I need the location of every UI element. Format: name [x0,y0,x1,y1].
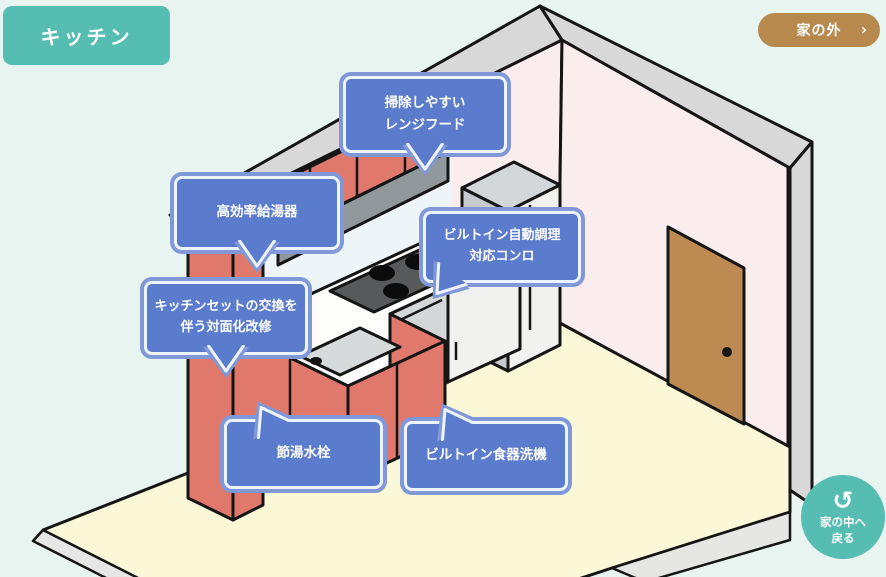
callout-dishwasher[interactable]: ビルトイン食器洗機 [404,403,568,491]
door-knob [722,347,732,357]
callout-range-hood[interactable]: 掃除しやすい レンジフード [343,76,507,176]
callout-stove-line1: ビルトイン自動調理 [443,228,561,244]
door [666,225,746,426]
return-inside-label-line1: 家の中へ [820,514,866,529]
callout-stove[interactable]: ビルトイン自動調理 対応コンロ [423,211,581,300]
return-inside-button[interactable]: ↺ 家の中へ 戻る [801,475,885,559]
callout-range-hood-line2: レンジフード [384,116,466,133]
floor-right-edge [610,510,792,577]
callout-faucet[interactable]: 節湯水栓 [224,401,383,489]
callout-range-hood-line1: 掃除しやすい [384,94,466,111]
callout-stove-line2: 対応コンロ [469,249,535,264]
callout-faucet-line1: 節湯水栓 [276,445,331,462]
sink-faucet [310,357,322,365]
callout-kitchen-set[interactable]: キッチンセットの交換を 伴う対面化改修 [144,281,308,378]
chevron-right-icon: › [860,20,868,39]
go-outside-label: 家の外 [796,23,842,39]
floor-front-edge [31,528,139,577]
callout-water-heater[interactable]: 高効率給湯器 [174,176,340,273]
callout-kitchen-set-line2: 伴う対面化改修 [180,320,272,335]
right-wall-side-edge [788,140,814,507]
room-title-badge: キッチン [3,6,170,65]
go-outside-button[interactable]: 家の外 › [758,13,880,47]
return-inside-label-line2: 戻る [831,530,855,545]
dishwasher-handle [395,298,443,324]
sink-basin [298,326,402,377]
room-title-label: キッチン [40,25,133,49]
callout-water-heater-line1: 高効率給湯器 [216,204,298,221]
callout-kitchen-set-line1: キッチンセットの交換を [154,299,298,315]
callout-dishwasher-line1: ビルトイン食器洗機 [425,447,547,464]
undo-arrow-icon: ↺ [832,485,854,515]
